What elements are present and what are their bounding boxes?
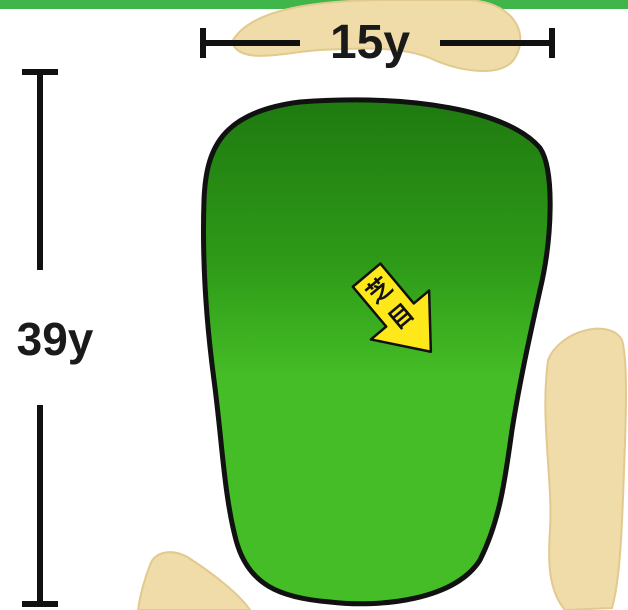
- putting-green: [203, 100, 550, 604]
- width-label: 15y: [330, 16, 410, 69]
- bunker-bottom-left: [138, 552, 250, 610]
- depth-dimension: 39y: [17, 72, 94, 604]
- bunker-right: [545, 329, 626, 610]
- depth-label: 39y: [17, 313, 94, 365]
